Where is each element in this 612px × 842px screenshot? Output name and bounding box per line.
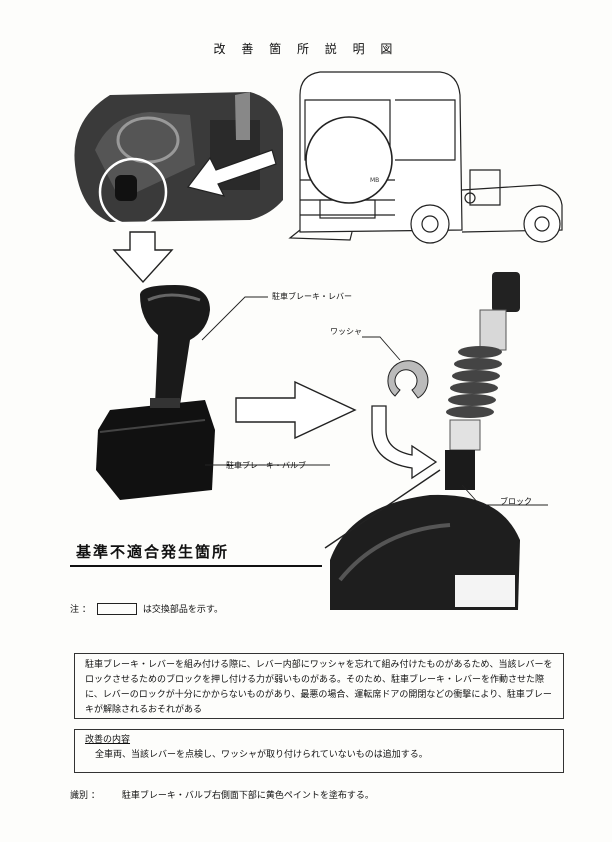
improvement-body: 全車両、当該レバーを点検し、ワッシャが取り付けられていないものは追加する。 — [95, 750, 428, 760]
washer-icon — [387, 360, 429, 399]
note-line: 注 ： は交換部品を示す。 — [70, 602, 223, 615]
identification-line: 識別 ： 駐車ブレーキ・バルブ右側面下部に黄色ペイントを塗布する。 — [70, 788, 374, 801]
page-title: 改 善 箇 所 説 明 図 — [213, 42, 399, 56]
truck-badge-text: MB — [370, 177, 379, 184]
pointer-arrow-white — [186, 149, 277, 197]
label-parking-brake-lever: 駐車ブレーキ・レバー — [272, 292, 352, 301]
defect-description-text: 駐車ブレーキ・レバーを組み付ける際に、レバー内部にワッシャを忘れて組み付けたもの… — [85, 660, 553, 715]
label-block: ブロック — [500, 497, 532, 506]
down-arrow-icon — [112, 231, 174, 284]
leader-line-block — [461, 484, 548, 506]
defect-location-banner: 基準不適合発生箇所 — [76, 543, 230, 561]
note-suffix: は交換部品を示す。 — [142, 605, 223, 615]
improvement-panel: 改善の内容 全車両、当該レバーを点検し、ワッシャが取り付けられていないものは追加… — [74, 729, 564, 773]
leader-line-lever — [201, 296, 268, 341]
label-parking-brake-valve: 駐車ブレーキ・バルブ — [226, 461, 306, 470]
leader-line-defect — [324, 469, 441, 549]
curved-arrow-icon — [371, 405, 438, 480]
improvement-heading: 改善の内容 — [85, 735, 131, 745]
defect-description-panel: 駐車ブレーキ・レバーを組み付ける際に、レバー内部にワッシャを忘れて組み付けたもの… — [74, 653, 564, 719]
label-washer: ワッシャ — [330, 327, 362, 336]
lever-mechanism-photo — [330, 272, 520, 610]
leader-line-washer — [362, 336, 401, 361]
parking-brake-assembly-photo — [96, 285, 215, 500]
right-arrow-icon — [235, 380, 357, 440]
identification-label: 識別 ： — [70, 791, 100, 801]
replacement-part-legend-box — [96, 602, 137, 615]
note-prefix: 注 ： — [70, 605, 91, 615]
identification-body: 駐車ブレーキ・バルブ右側面下部に黄色ペイントを塗布する。 — [121, 791, 374, 801]
callout-circle — [305, 116, 393, 204]
banner-underline — [70, 565, 322, 567]
